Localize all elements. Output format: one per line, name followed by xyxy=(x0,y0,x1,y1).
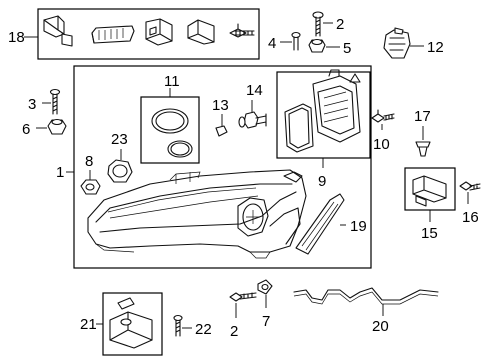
box-9 xyxy=(276,71,371,159)
callout-12: 12 xyxy=(427,39,444,56)
callout-3: 3 xyxy=(28,96,36,113)
callout-2-bottom: 2 xyxy=(230,323,238,340)
callout-4: 4 xyxy=(268,35,276,52)
callout-17: 17 xyxy=(414,108,431,125)
clip-icon xyxy=(215,125,228,137)
callout-15: 15 xyxy=(421,225,438,242)
callout-19: 19 xyxy=(350,218,367,235)
screw-icon xyxy=(229,23,255,38)
seal-ring-icon xyxy=(151,108,189,134)
callout-5: 5 xyxy=(343,40,351,57)
part-12-ballast: 12 xyxy=(383,27,444,59)
callout-21: 21 xyxy=(80,316,97,333)
part-10-screw: 10 xyxy=(371,109,395,153)
callout-23: 23 xyxy=(111,131,128,148)
module-icon xyxy=(412,175,447,207)
callout-10: 10 xyxy=(373,136,390,153)
callout-6: 6 xyxy=(22,121,30,138)
bulb-icon xyxy=(238,111,267,129)
part-2-screw: 2 xyxy=(312,11,344,37)
part-8-nut: 8 xyxy=(80,153,101,195)
callout-2-top: 2 xyxy=(336,16,344,33)
connector-2-icon xyxy=(91,25,135,44)
part-5-grommet: 5 xyxy=(308,38,351,57)
part-3-screw: 3 xyxy=(28,88,61,115)
connector-3-icon xyxy=(145,18,173,46)
box-18 xyxy=(37,8,260,60)
cover-icon xyxy=(312,69,361,143)
callout-1: 1 xyxy=(56,164,64,181)
part-6-nut: 6 xyxy=(22,118,67,138)
callout-7: 7 xyxy=(262,313,270,330)
part-16-screw: 16 xyxy=(459,181,481,226)
callout-11: 11 xyxy=(164,73,180,90)
connector-4-icon xyxy=(187,19,215,45)
cover-gasket-icon xyxy=(284,103,314,153)
part-23-adjuster: 23 xyxy=(107,131,133,183)
callout-16: 16 xyxy=(462,209,479,226)
part-19-trim: 19 xyxy=(295,193,367,255)
part-17-clip: 17 xyxy=(414,108,431,157)
box-1-headlamp xyxy=(73,65,372,269)
part-2-bolt-bottom: 2 xyxy=(229,292,257,340)
hose-icon xyxy=(293,287,439,301)
callout-13: 13 xyxy=(212,97,229,114)
part-7-clip: 7 xyxy=(257,279,273,330)
callout-9: 9 xyxy=(318,173,326,190)
part-14-bulb: 14 xyxy=(238,82,267,129)
headlamp-assembly xyxy=(87,169,307,259)
nut-icon xyxy=(80,179,101,195)
part-4-bolt: 4 xyxy=(268,31,301,52)
warning-triangle-icon xyxy=(349,73,361,83)
part-22-screw: 22 xyxy=(173,314,212,338)
callout-22: 22 xyxy=(195,321,212,338)
callout-8: 8 xyxy=(85,153,93,170)
callout-14: 14 xyxy=(246,82,263,99)
part-9-cover: 9 xyxy=(276,69,371,190)
part-15-module: 15 xyxy=(404,167,456,242)
part-20-hose: 20 xyxy=(293,287,439,335)
callout-20: 20 xyxy=(372,318,389,335)
part-11-seals: 11 xyxy=(140,73,200,164)
group-18-connectors: 18 xyxy=(8,8,260,60)
part-13-clip: 13 xyxy=(212,97,229,137)
part-21-bracket: 21 xyxy=(80,292,163,356)
connector-1-icon xyxy=(43,15,73,47)
callout-18: 18 xyxy=(8,29,25,46)
